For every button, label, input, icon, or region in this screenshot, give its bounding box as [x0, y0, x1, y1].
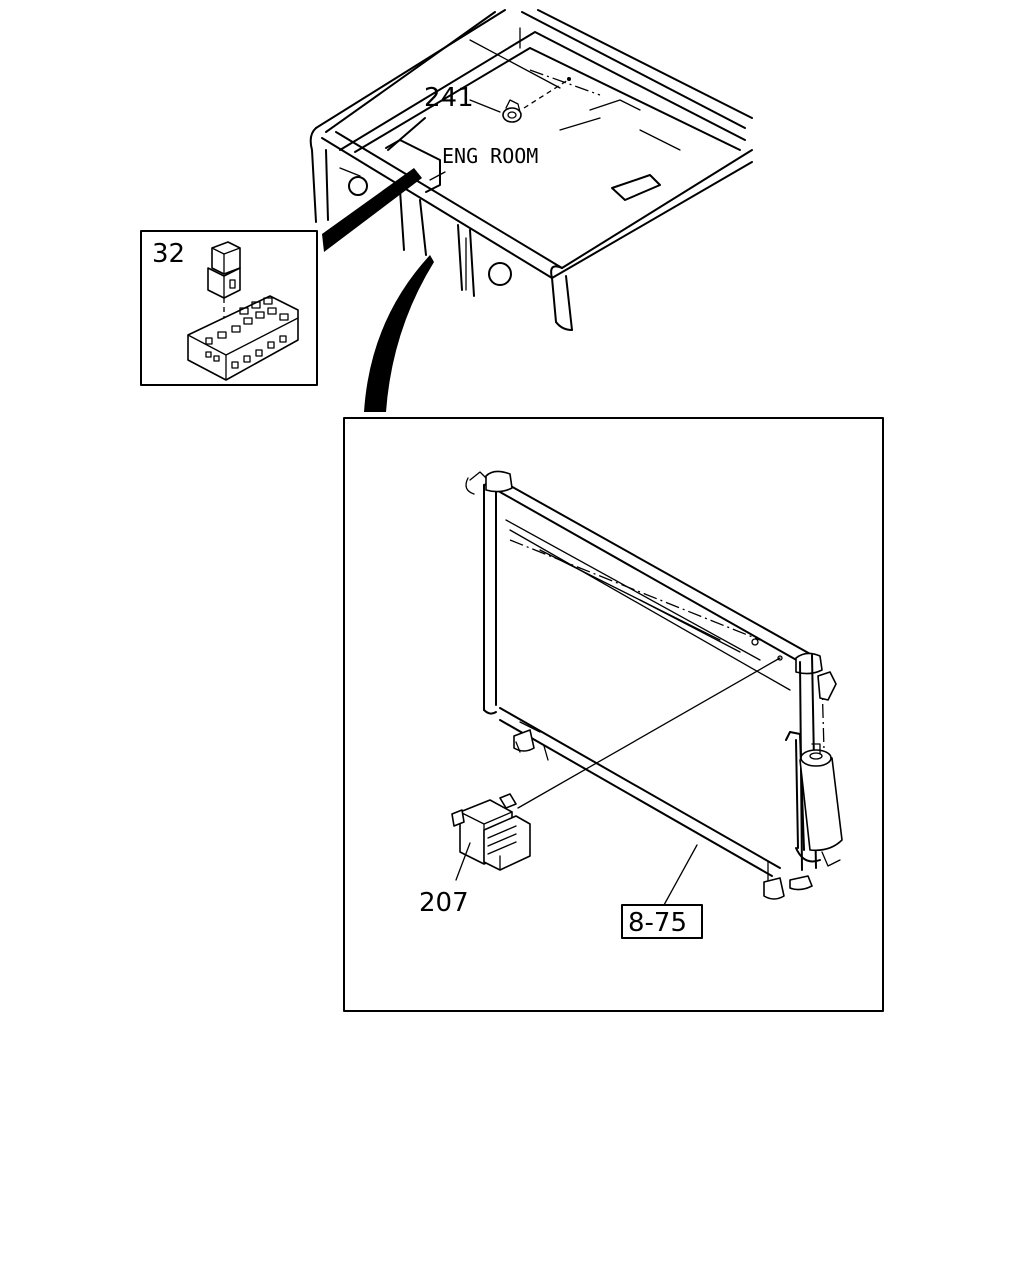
eng-room-label: ENG ROOM [442, 144, 538, 168]
pressure-switch-207 [451, 655, 783, 871]
location-arrows [322, 168, 434, 412]
callout-32: 32 [152, 239, 185, 269]
callout-207: 207 [419, 888, 469, 918]
callout-241: 241 [424, 83, 474, 113]
clip-241 [469, 77, 571, 123]
callout-8-75: 8-75 [628, 908, 687, 938]
engine-room-frame [309, 9, 753, 331]
condenser-ref-box [621, 904, 703, 939]
relay-inset-box [140, 230, 318, 386]
condenser-inset-box [343, 417, 884, 1012]
